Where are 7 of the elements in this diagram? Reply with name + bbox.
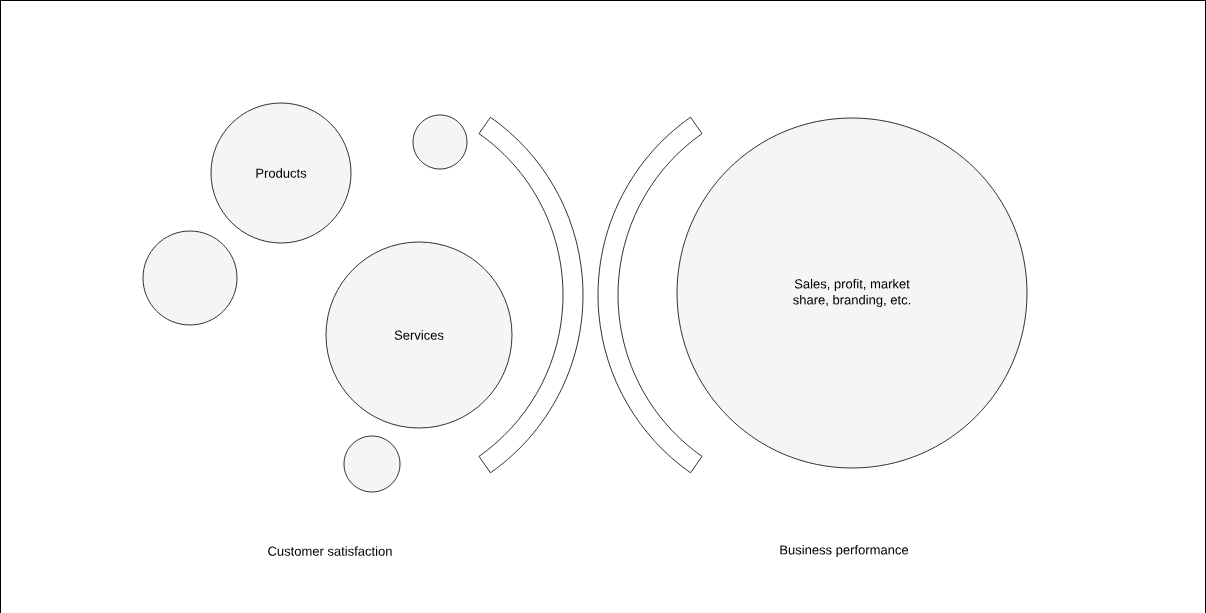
arc-band — [597, 116, 703, 474]
circle — [343, 435, 401, 493]
caption-label: Business performance — [780, 544, 909, 558]
circle — [412, 114, 468, 170]
circle — [142, 230, 238, 326]
caption-label: Customer satisfaction — [268, 546, 392, 556]
arc-band — [478, 116, 584, 474]
